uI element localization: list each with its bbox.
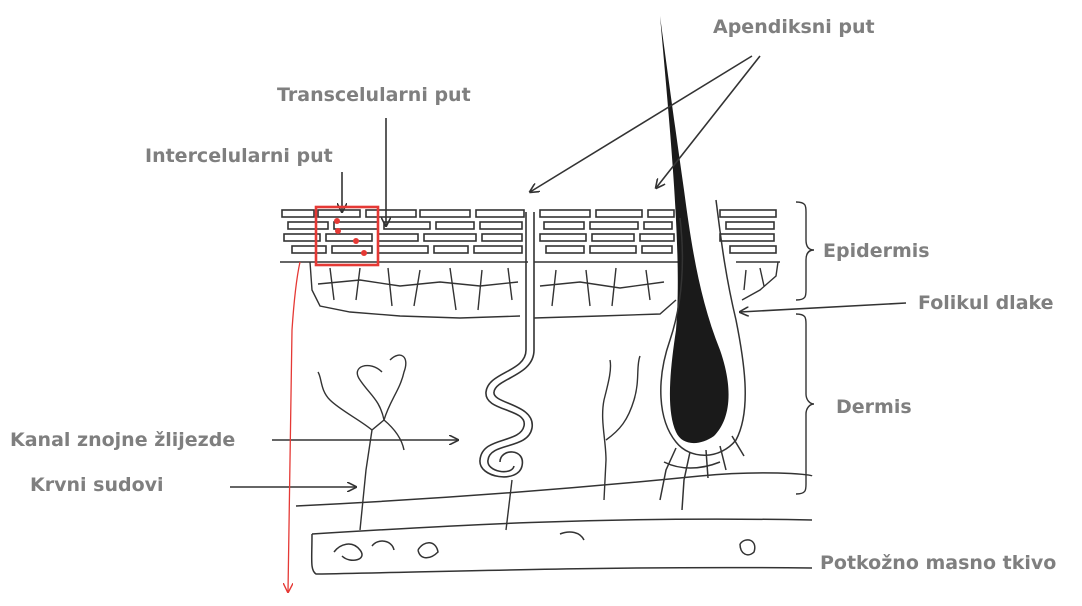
sweat-gland-duct: [480, 212, 534, 477]
label-apendiksni-put: Apendiksni put: [713, 16, 875, 38]
label-transcelularni-put: Transcelularni put: [277, 84, 471, 106]
living-epidermis: [310, 262, 778, 318]
label-intercelularni-put: Intercelularni put: [145, 145, 333, 167]
label-dermis: Dermis: [836, 396, 912, 418]
stratum-corneum: [280, 210, 780, 262]
blood-vessels: [318, 355, 640, 530]
layer-braces: [796, 202, 814, 494]
label-potkozno-masno-tkivo: Potkožno masno tkivo: [820, 552, 1056, 574]
label-arrows: [230, 56, 906, 487]
label-folikul-dlake: Folikul dlake: [918, 292, 1054, 314]
label-krvni-sudovi: Krvni sudovi: [30, 474, 164, 496]
label-epidermis: Epidermis: [823, 240, 930, 262]
dermis-hypodermis: [296, 473, 812, 574]
label-kanal-znojne-zlijezde: Kanal znojne žlijezde: [10, 429, 235, 451]
intercellular-highlight: [288, 207, 378, 592]
